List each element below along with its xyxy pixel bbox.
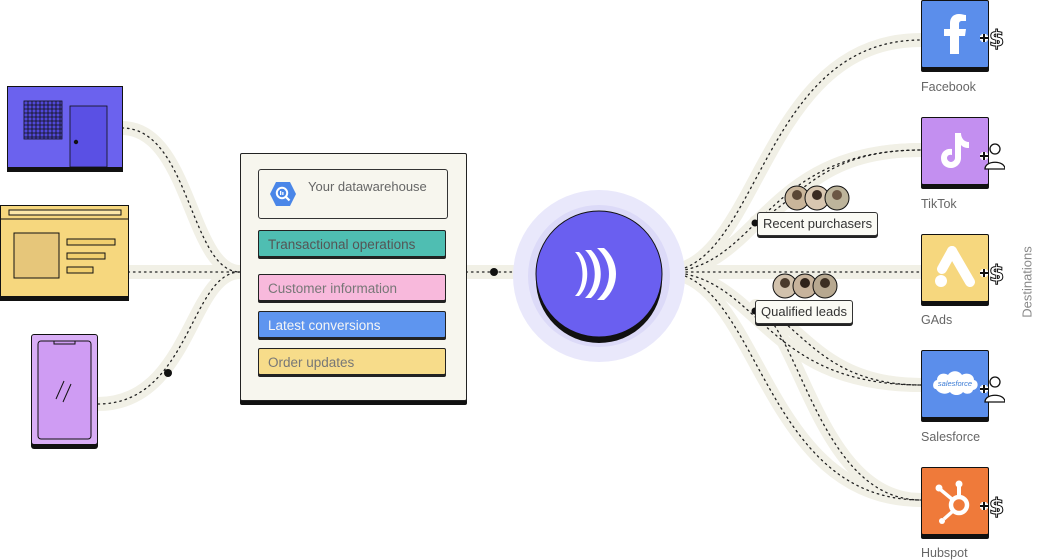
add-dollar-icon: $ bbox=[980, 495, 1005, 520]
hub-logo-icon bbox=[575, 248, 616, 300]
data-row-latest-conversions: Latest conversions bbox=[258, 311, 446, 338]
destination-salesforce[interactable]: salesforce bbox=[921, 350, 989, 418]
add-user-icon bbox=[980, 376, 1005, 403]
bigquery-icon bbox=[270, 182, 296, 206]
destination-hubspot[interactable] bbox=[921, 467, 989, 535]
svg-text:$: $ bbox=[989, 262, 1004, 287]
recent-purchasers-avatars bbox=[783, 184, 853, 212]
website-source-tile bbox=[0, 205, 129, 297]
hubspot-icon bbox=[935, 480, 970, 524]
data-row-customer-information: Customer information bbox=[258, 274, 446, 301]
browser-icon bbox=[1, 209, 128, 279]
datawarehouse-title: Your datawarehouse bbox=[308, 179, 427, 194]
destination-gads[interactable] bbox=[921, 234, 989, 302]
salesforce-icon: salesforce bbox=[933, 371, 978, 395]
facebook-icon bbox=[944, 14, 966, 54]
destination-tiktok[interactable] bbox=[921, 117, 989, 185]
destination-label-facebook: Facebook bbox=[921, 80, 976, 94]
destination-facebook[interactable] bbox=[921, 0, 989, 68]
tiktok-icon bbox=[941, 133, 969, 168]
store-source-tile bbox=[7, 86, 123, 168]
destinations-axis-label: Destinations bbox=[1019, 246, 1035, 318]
qualified-leads-avatars bbox=[771, 272, 841, 300]
data-row-transactional-operations: Transactional operations bbox=[258, 230, 446, 257]
datawarehouse-card: Your datawarehouse Transactional operati… bbox=[240, 153, 467, 401]
destination-label-gads: GAds bbox=[921, 313, 953, 327]
data-row-order-updates: Order updates bbox=[258, 348, 446, 375]
add-dollar-icon: $ bbox=[980, 262, 1005, 287]
add-dollar-icon: $ bbox=[980, 27, 1005, 52]
sync-hub bbox=[513, 190, 685, 362]
audience-pill-recent-purchasers: Recent purchasers bbox=[757, 212, 879, 236]
audience-pill-qualified-leads: Qualified leads bbox=[755, 300, 853, 324]
svg-text:$: $ bbox=[989, 27, 1004, 52]
salesforce-logo-text: salesforce bbox=[938, 379, 972, 388]
datawarehouse-header: Your datawarehouse bbox=[258, 169, 448, 219]
destination-label-salesforce: Salesforce bbox=[921, 430, 981, 444]
destination-label-hubspot: Hubspot bbox=[921, 546, 968, 560]
destination-label-tiktok: TikTok bbox=[921, 197, 957, 211]
mobile-source-tile bbox=[31, 334, 98, 445]
svg-text:$: $ bbox=[989, 495, 1004, 520]
google-ads-icon bbox=[935, 246, 975, 287]
store-icon bbox=[23, 100, 108, 168]
phone-icon bbox=[37, 340, 92, 440]
add-user-icon bbox=[980, 143, 1005, 170]
